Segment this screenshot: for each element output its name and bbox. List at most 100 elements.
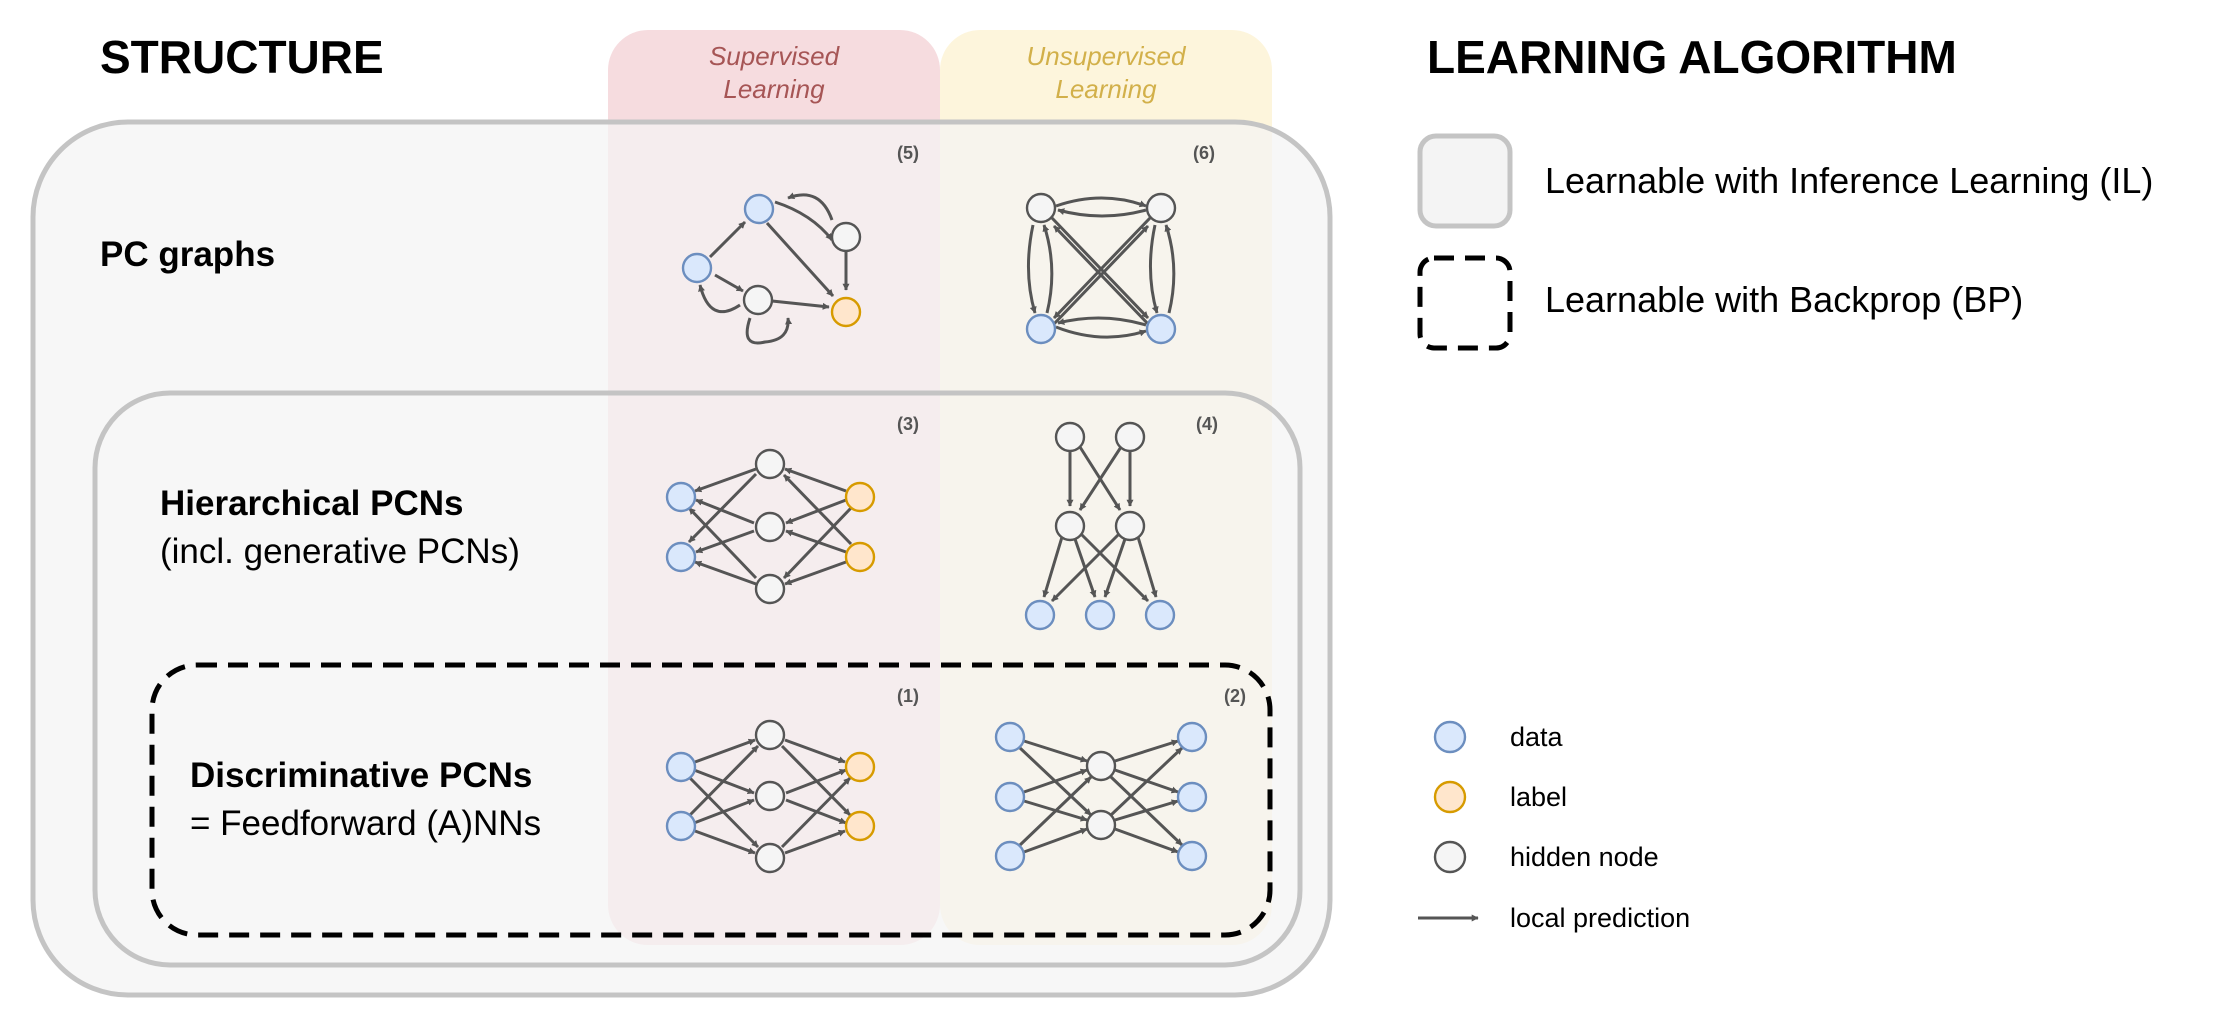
edge <box>1050 531 1122 603</box>
legend-node-types: data label hidden node local prediction <box>1418 720 1690 933</box>
badge-6: (6) <box>1193 143 1215 163</box>
edge <box>784 467 847 493</box>
discriminative-pcns-sublabel: = Feedforward (A)NNs <box>190 804 541 843</box>
edge <box>694 829 756 855</box>
edge <box>784 560 847 586</box>
edge <box>694 738 756 764</box>
edge <box>782 473 853 546</box>
badge-5: (5) <box>897 143 919 163</box>
learning-algorithm-heading: LEARNING ALGORITHM <box>1427 31 1957 83</box>
edge <box>687 472 758 544</box>
edge <box>694 467 757 493</box>
backprop-region <box>149 662 1273 938</box>
edge <box>780 776 852 849</box>
edge <box>1114 739 1179 763</box>
hidden-node <box>1054 510 1086 542</box>
hidden-node <box>1025 192 1057 224</box>
legend-learning-algorithms: Learnable with Inference Learning (IL) L… <box>1417 133 2153 351</box>
data-node <box>1176 721 1208 753</box>
edge <box>1023 827 1088 854</box>
hidden-node <box>1114 421 1146 453</box>
data-node <box>1176 840 1208 872</box>
label-node <box>844 751 876 783</box>
legend-hidden-label: hidden node <box>1510 842 1659 872</box>
legend-bp-swatch <box>1417 255 1513 351</box>
graph-5-pc-graph-supervised <box>681 192 862 345</box>
edge <box>1057 208 1147 218</box>
edge <box>695 498 755 525</box>
legend-label-label: label <box>1510 782 1567 812</box>
legend-il-swatch <box>1417 133 1513 229</box>
discriminative-pcns-label: Discriminative PCNs <box>190 756 532 795</box>
edge <box>695 529 755 554</box>
edge <box>771 299 830 310</box>
edge <box>1078 446 1123 511</box>
graph-3-hierarchical-supervised <box>665 448 876 605</box>
edge <box>694 560 757 586</box>
graph-1-discriminative-supervised <box>665 719 876 874</box>
edge <box>1055 196 1147 208</box>
edge <box>1136 536 1158 598</box>
edge <box>693 798 755 825</box>
legend-data-node-icon <box>1433 720 1467 754</box>
legend-bp-label: Learnable with Backprop (BP) <box>1545 279 2023 320</box>
hierarchical-pcns-label: Hierarchical PCNs <box>160 484 463 523</box>
edge <box>687 506 758 580</box>
edge <box>1103 538 1127 598</box>
edge <box>1042 224 1054 314</box>
hidden-node <box>754 719 786 751</box>
edge <box>1149 224 1159 314</box>
edge <box>708 220 747 259</box>
data-node <box>994 781 1026 813</box>
badge-1: (1) <box>897 686 919 706</box>
legend-prediction-label: local prediction <box>1510 903 1690 933</box>
legend-hidden-node-icon <box>1433 840 1467 874</box>
graph-4-hierarchical-unsupervised <box>1024 421 1176 631</box>
edge <box>1109 746 1184 817</box>
edge <box>785 768 847 795</box>
edge <box>784 829 846 855</box>
edge <box>765 221 835 298</box>
legend-data-label: data <box>1510 722 1564 752</box>
data-node <box>665 481 697 513</box>
badge-4: (4) <box>1196 414 1218 434</box>
hidden-node <box>1085 809 1117 841</box>
pc-graphs-label: PC graphs <box>100 235 275 274</box>
label-node <box>844 481 876 513</box>
legend-label-node-icon <box>1433 780 1467 814</box>
data-node <box>994 721 1026 753</box>
edge <box>714 273 744 293</box>
hidden-node <box>1114 510 1146 542</box>
edge <box>1055 325 1147 339</box>
hidden-node <box>830 221 862 253</box>
edge <box>1052 216 1152 320</box>
structure-heading: STRUCTURE <box>100 31 384 83</box>
data-node <box>1176 781 1208 813</box>
edge <box>1018 775 1093 847</box>
edge <box>1023 739 1088 763</box>
hidden-node <box>754 573 786 605</box>
edge <box>745 317 793 345</box>
data-node <box>665 810 697 842</box>
hierarchical-pcns-sublabel: (incl. generative PCNs) <box>160 532 520 571</box>
label-node <box>844 810 876 842</box>
edge <box>1027 224 1037 314</box>
badge-3: (3) <box>897 414 919 434</box>
data-node <box>665 541 697 573</box>
hidden-node <box>754 448 786 480</box>
graph-2-discriminative-unsupervised <box>994 721 1208 872</box>
label-node <box>844 541 876 573</box>
legend-il-label: Learnable with Inference Learning (IL) <box>1545 160 2153 201</box>
edge <box>1050 224 1150 328</box>
hidden-node <box>1085 750 1117 782</box>
data-node <box>1025 313 1057 345</box>
edge <box>774 200 834 241</box>
edge <box>688 744 760 817</box>
data-node <box>1084 599 1116 631</box>
label-node <box>830 296 862 328</box>
edge <box>1057 316 1147 327</box>
data-node <box>665 751 697 783</box>
edge <box>698 284 741 314</box>
